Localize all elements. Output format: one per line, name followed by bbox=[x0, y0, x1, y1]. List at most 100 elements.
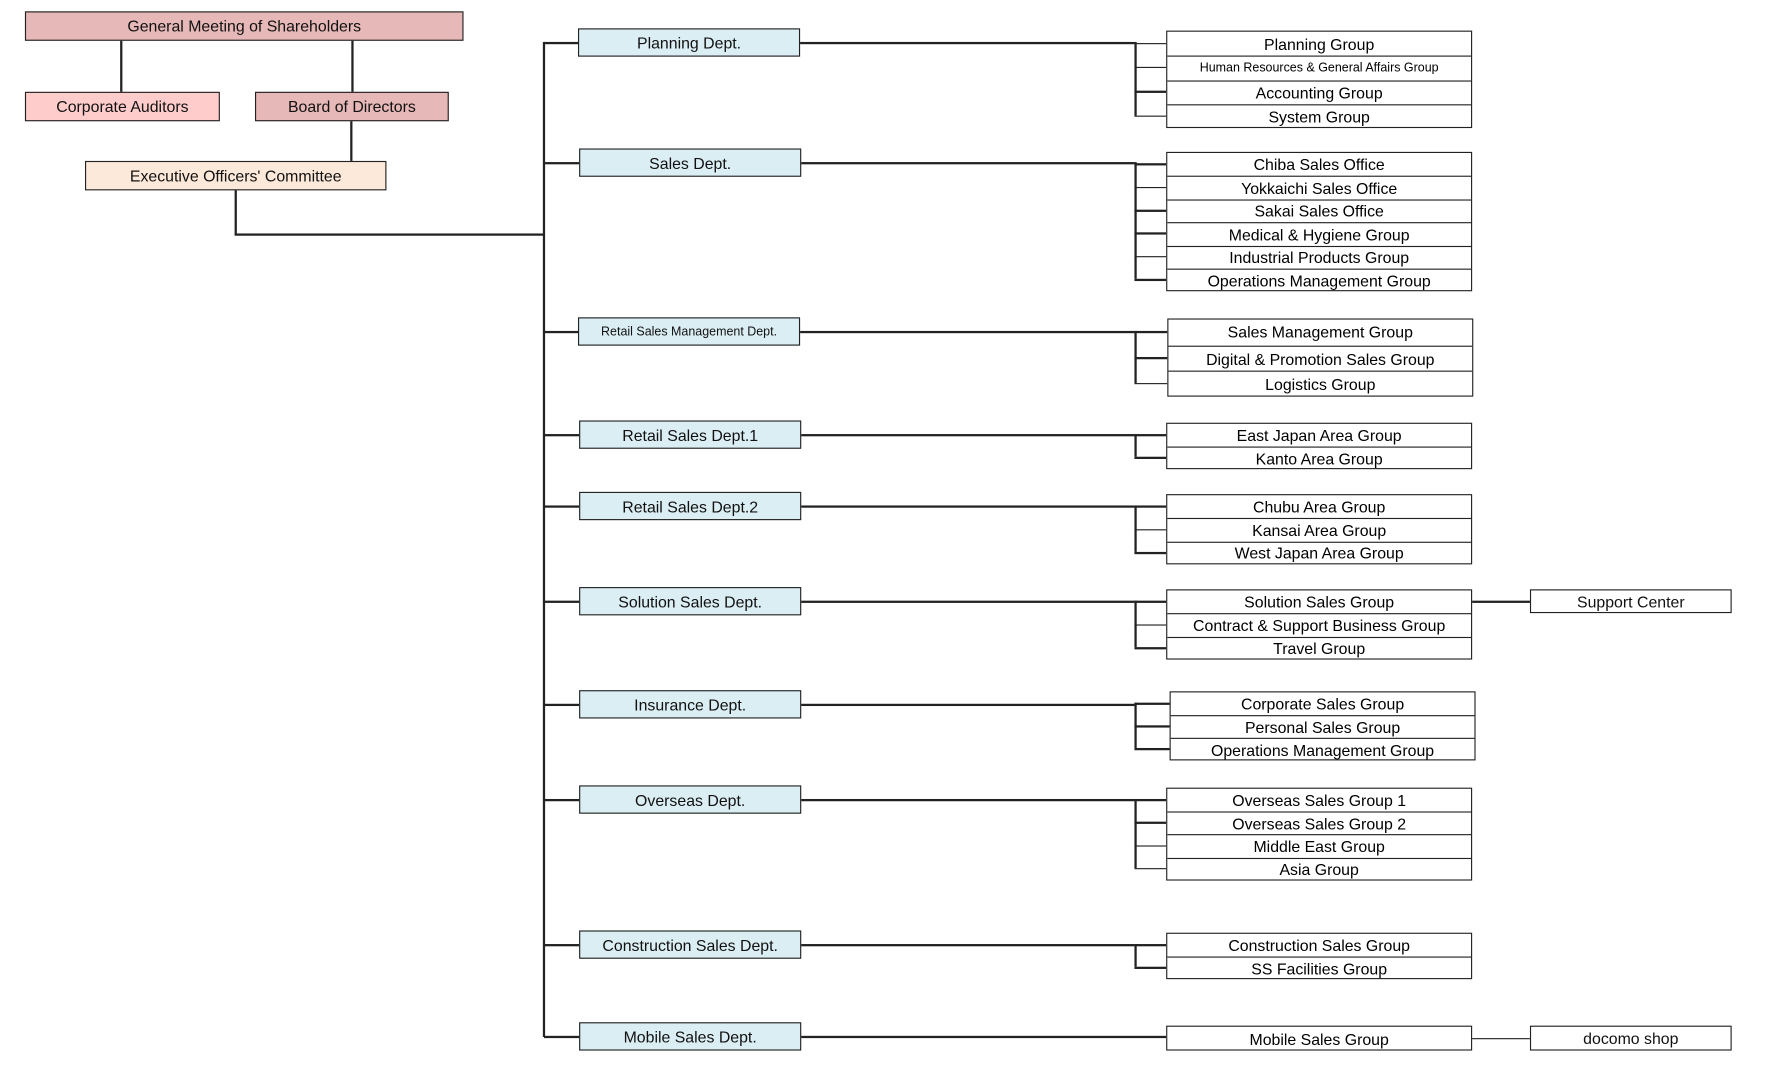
bracket-stub bbox=[1134, 42, 1167, 45]
group-item: Planning Group bbox=[1264, 34, 1375, 53]
group-item: Human Resources & General Affairs Group bbox=[1167, 55, 1472, 80]
group-item: Yokkaichi Sales Office bbox=[1167, 176, 1472, 199]
group-item: Operations Management Group bbox=[1170, 737, 1475, 761]
trunk-stub bbox=[543, 703, 580, 706]
department-box: Insurance Dept. bbox=[579, 690, 802, 719]
group-item: Solution Sales Group bbox=[1244, 592, 1395, 612]
bracket-stub bbox=[1134, 647, 1167, 649]
department-connector bbox=[801, 798, 1135, 801]
group-item: Kanto Area Group bbox=[1167, 446, 1472, 470]
group-item: Overseas Sales Group 2 bbox=[1167, 811, 1472, 835]
executive-committee-box: Executive Officers' Committee bbox=[84, 160, 387, 191]
trunk-stub bbox=[543, 330, 578, 333]
bracket-stub bbox=[1134, 163, 1167, 166]
bracket-stub bbox=[1134, 382, 1168, 385]
group-item: Construction Sales Group bbox=[1228, 936, 1411, 955]
bracket-stub bbox=[1134, 255, 1167, 258]
department-connector bbox=[801, 434, 1135, 436]
group-item: Middle East Group bbox=[1167, 834, 1472, 858]
bracket-stub bbox=[1134, 186, 1167, 189]
bracket-stub bbox=[1134, 725, 1170, 728]
bracket-line bbox=[1134, 434, 1137, 457]
connector-line bbox=[234, 233, 544, 236]
bracket-stub bbox=[1134, 702, 1170, 705]
bracket-line bbox=[1134, 41, 1137, 116]
extra-unit-box: docomo shop bbox=[1529, 1025, 1732, 1051]
trunk-stub bbox=[543, 505, 580, 508]
group-item: Medical & Hygiene Group bbox=[1167, 222, 1472, 245]
bracket-stub bbox=[1134, 551, 1167, 554]
department-connector bbox=[801, 1035, 1167, 1038]
group-item: Chubu Area Group bbox=[1253, 497, 1386, 516]
bracket-line bbox=[1134, 162, 1137, 280]
bracket-line bbox=[1134, 798, 1137, 868]
group-item: Accounting Group bbox=[1167, 80, 1472, 104]
bracket-line bbox=[1134, 330, 1137, 383]
bracket-stub bbox=[1134, 799, 1167, 801]
department-connector bbox=[800, 41, 1135, 44]
group-item: Sakai Sales Office bbox=[1167, 199, 1472, 222]
group-item: Travel Group bbox=[1167, 636, 1472, 660]
board-box: Board of Directors bbox=[254, 91, 449, 122]
group-item: Personal Sales Group bbox=[1170, 715, 1475, 738]
bracket-stub bbox=[1134, 966, 1167, 969]
group-list: Mobile Sales Group bbox=[1166, 1025, 1473, 1051]
bracket-line bbox=[1134, 505, 1137, 552]
bracket-stub bbox=[1134, 944, 1167, 946]
group-item: SS Facilities Group bbox=[1167, 956, 1472, 980]
group-item: East Japan Area Group bbox=[1236, 426, 1402, 445]
department-connector bbox=[801, 162, 1135, 164]
trunk-stub bbox=[543, 600, 580, 603]
group-item: Contract & Support Business Group bbox=[1167, 613, 1472, 637]
bracket-stub bbox=[1134, 600, 1167, 603]
connector-line bbox=[351, 40, 354, 92]
bracket-stub bbox=[1134, 623, 1167, 626]
department-box: Retail Sales Dept.1 bbox=[579, 420, 802, 449]
department-connector bbox=[801, 703, 1135, 706]
bracket-stub bbox=[1134, 279, 1167, 281]
bracket-stub bbox=[1134, 357, 1168, 359]
department-connector bbox=[801, 505, 1135, 508]
trunk-stub bbox=[543, 434, 580, 436]
connector-line bbox=[120, 40, 122, 92]
connector-line bbox=[234, 190, 237, 235]
department-connector bbox=[801, 600, 1135, 603]
group-item: Sales Management Group bbox=[1227, 323, 1413, 342]
department-connector bbox=[801, 944, 1135, 946]
bracket-stub bbox=[1134, 331, 1168, 334]
bracket-stub bbox=[1134, 821, 1167, 824]
department-box: Overseas Dept. bbox=[579, 785, 802, 814]
extra-connector bbox=[1472, 1037, 1530, 1040]
group-item: Kansai Area Group bbox=[1167, 518, 1472, 541]
shareholders-box: General Meeting of Shareholders bbox=[24, 11, 464, 41]
group-item: Digital & Promotion Sales Group bbox=[1168, 345, 1473, 371]
bracket-stub bbox=[1134, 844, 1167, 847]
group-item: Asia Group bbox=[1167, 857, 1472, 880]
group-item: Industrial Products Group bbox=[1167, 245, 1472, 268]
extra-connector bbox=[1472, 600, 1530, 603]
group-item: Logistics Group bbox=[1168, 371, 1473, 397]
bracket-stub bbox=[1134, 66, 1167, 69]
auditors-box: Corporate Auditors bbox=[24, 91, 220, 122]
trunk-stub bbox=[543, 944, 580, 946]
department-connector bbox=[800, 330, 1135, 333]
trunk-stub bbox=[543, 1035, 580, 1038]
bracket-stub bbox=[1134, 505, 1167, 508]
trunk-line bbox=[542, 41, 545, 1037]
group-item: Mobile Sales Group bbox=[1249, 1029, 1389, 1048]
department-box: Retail Sales Dept.2 bbox=[579, 491, 802, 521]
bracket-stub bbox=[1134, 90, 1167, 93]
department-box: Solution Sales Dept. bbox=[579, 587, 802, 616]
bracket-stub bbox=[1134, 434, 1167, 436]
department-box: Sales Dept. bbox=[579, 148, 802, 177]
department-box: Retail Sales Management Dept. bbox=[577, 317, 801, 346]
department-box: Planning Dept. bbox=[577, 28, 801, 57]
